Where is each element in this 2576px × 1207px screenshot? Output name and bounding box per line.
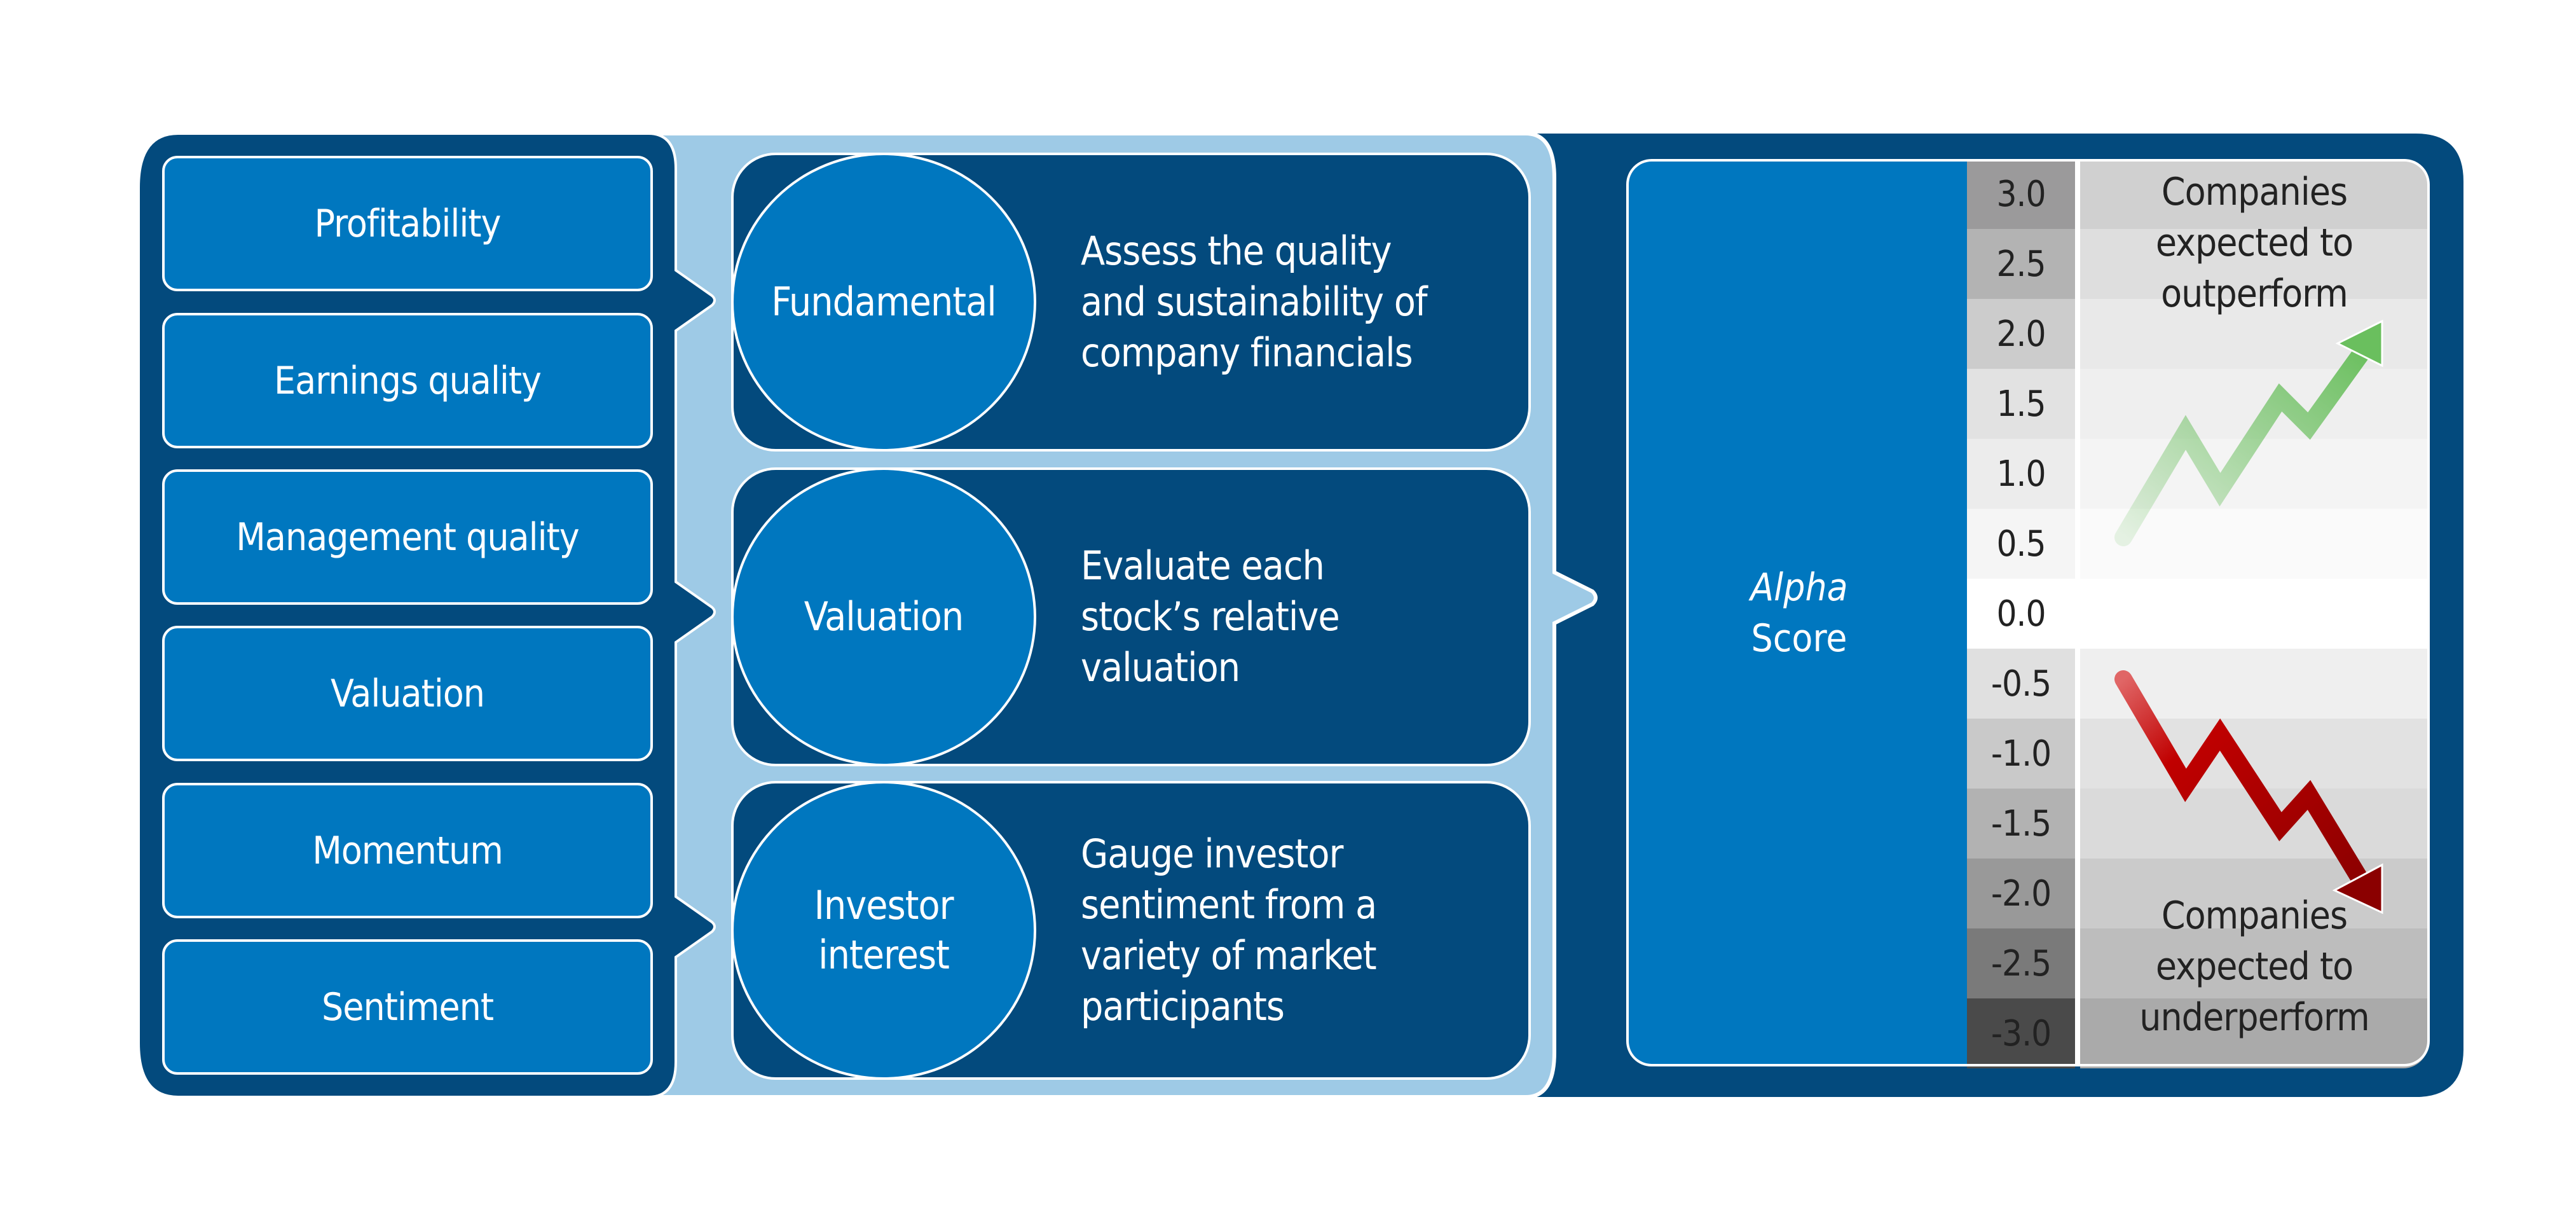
scale-tick-label: 2.0 — [1967, 299, 2075, 369]
label-line: outperform — [2161, 272, 2348, 316]
category-name: Investor — [814, 882, 954, 928]
description-line: company financials — [1081, 329, 1413, 376]
scale-tick-label: -0.5 — [1967, 649, 2075, 719]
score-band — [2080, 998, 2429, 1068]
category-circle: Fundamental — [731, 153, 1036, 452]
category-circle: Valuation — [731, 467, 1036, 766]
score-band — [2080, 928, 2429, 998]
description-line: valuation — [1081, 644, 1240, 691]
label-line: Companies — [2161, 893, 2348, 938]
scale-tick-label: -2.0 — [1967, 859, 2075, 928]
down-trend-arrow-icon — [2114, 670, 2383, 914]
factor-profitability: Profitability — [162, 156, 653, 291]
scale-tick-label: 0.0 — [1967, 579, 2075, 649]
description-line: sentiment from a — [1081, 881, 1377, 928]
scale-tick-label: 1.0 — [1967, 439, 2075, 509]
factor-valuation: Valuation — [162, 626, 653, 761]
score-band — [2080, 579, 2429, 649]
scale-tick-label: -1.0 — [1967, 719, 2075, 789]
description-line: stock’s relative — [1081, 593, 1340, 640]
description-line: Evaluate each — [1081, 542, 1325, 589]
scale-tick-label: -1.5 — [1967, 789, 2075, 859]
outperform-label: Companies expected to outperform — [2080, 167, 2429, 319]
category-description: Evaluate each stock’s relative valuation — [1081, 467, 1513, 766]
scale-tick-label: 1.5 — [1967, 369, 2075, 439]
scale-tick-label: -2.5 — [1967, 928, 2075, 998]
category-valuation: Valuation Evaluate each stock’s relative… — [731, 467, 1531, 766]
scale-tick-label: -3.0 — [1967, 998, 2075, 1068]
alpha-score-label-box: Alpha Score — [1626, 159, 1970, 1066]
label-line: expected to — [2155, 221, 2353, 265]
factor-management-quality: Management quality — [162, 469, 653, 605]
alpha-score-title: Alpha — [1750, 565, 1848, 610]
description-line: variety of market — [1081, 932, 1377, 979]
category-description: Assess the quality and sustainability of… — [1081, 153, 1513, 452]
category-circle: Investor interest — [731, 781, 1036, 1080]
factor-sentiment: Sentiment — [162, 939, 653, 1075]
description-line: and sustainability of — [1081, 279, 1427, 325]
description-line: Assess the quality — [1081, 228, 1392, 274]
performance-arrows — [2114, 319, 2383, 914]
category-name: Fundamental — [771, 279, 997, 325]
score-band — [2080, 229, 2429, 299]
factor-earnings-quality: Earnings quality — [162, 313, 653, 448]
category-name: Valuation — [804, 593, 964, 640]
category-investor-interest: Investor interest Gauge investor sentime… — [731, 781, 1531, 1080]
label-line: underperform — [2139, 995, 2370, 1040]
underperform-label: Companies expected to underperform — [2080, 890, 2429, 1043]
scale-tick-label: 2.5 — [1967, 229, 2075, 299]
score-band — [2080, 159, 2429, 229]
up-trend-arrow-icon — [2114, 319, 2383, 546]
category-name: interest — [818, 932, 950, 978]
alpha-score-subtitle: Score — [1751, 616, 1847, 661]
category-description: Gauge investor sentiment from a variety … — [1081, 781, 1513, 1080]
scale-divider — [2075, 159, 2080, 1066]
description-line: Gauge investor — [1081, 831, 1343, 877]
label-line: expected to — [2155, 944, 2353, 989]
description-line: participants — [1081, 983, 1285, 1030]
factor-momentum: Momentum — [162, 783, 653, 918]
scale-tick-label: 3.0 — [1967, 159, 2075, 229]
label-line: Companies — [2161, 170, 2348, 214]
category-fundamental: Fundamental Assess the quality and susta… — [731, 153, 1531, 452]
scale-tick-label: 0.5 — [1967, 509, 2075, 579]
